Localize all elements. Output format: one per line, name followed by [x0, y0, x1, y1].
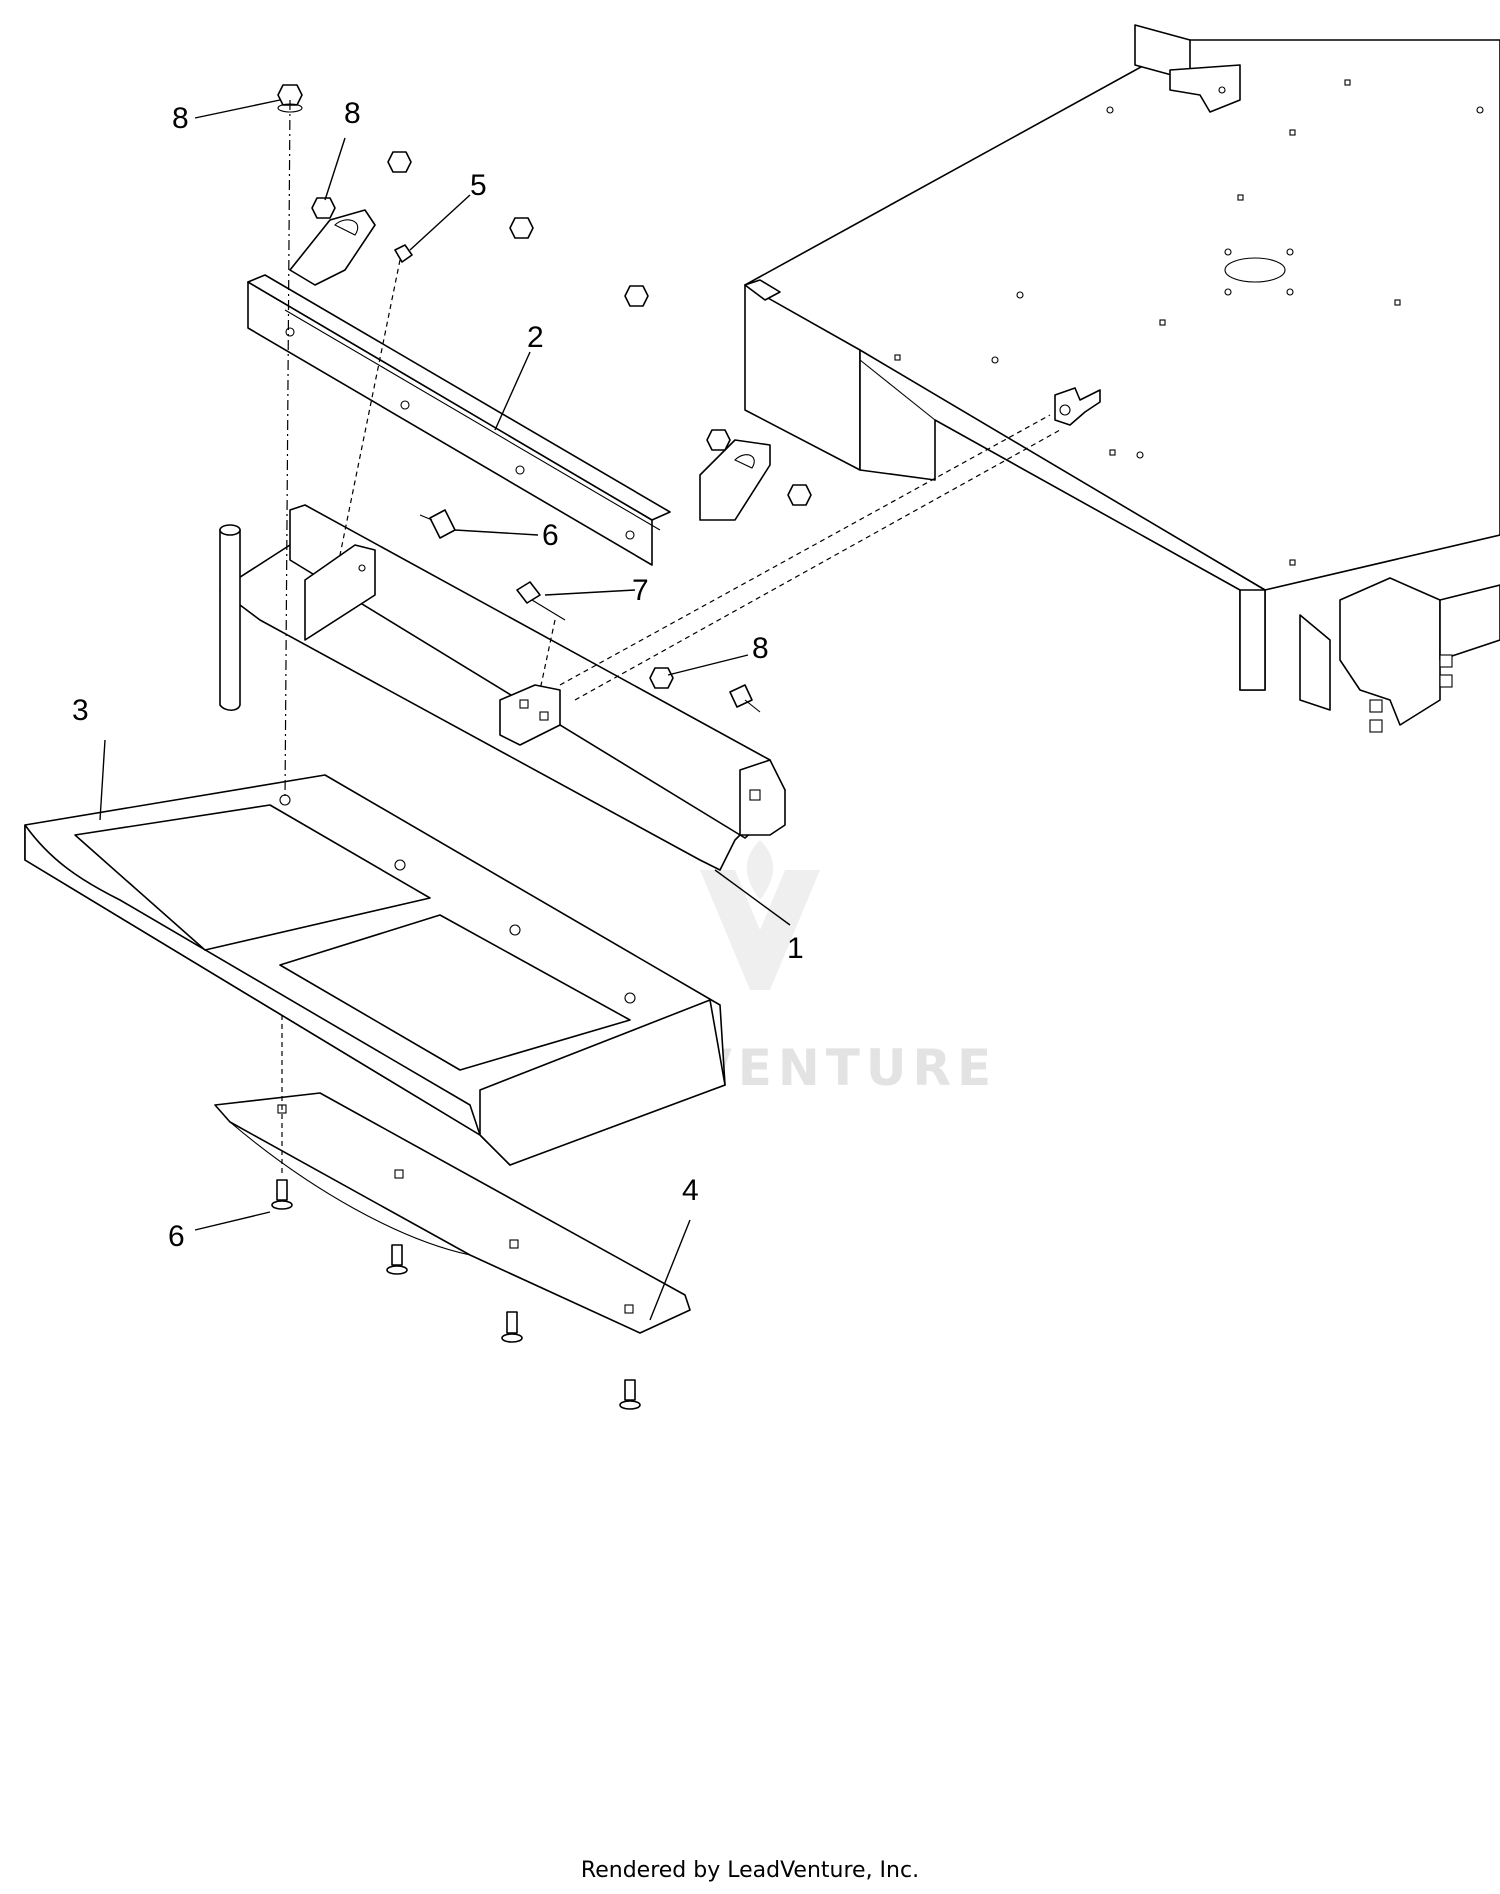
callout-4: 4 — [682, 1174, 699, 1207]
callout-6: 6 — [168, 1220, 185, 1253]
assembly-lines — [281, 99, 1061, 1175]
part-4-scuff-plate — [214, 1092, 691, 1334]
callout-3: 3 — [72, 694, 89, 727]
callout-1: 1 — [787, 932, 804, 965]
bolt-right — [729, 684, 761, 713]
bolt-5 — [394, 244, 413, 263]
pin-7 — [516, 581, 566, 621]
frame-holes — [894, 79, 1484, 566]
callout-7: 7 — [632, 574, 649, 607]
flange-nuts — [277, 84, 812, 689]
leader-lines — [99, 99, 791, 1321]
callout-2: 2 — [527, 321, 544, 354]
pin-6-upper — [419, 509, 456, 539]
watermark-logo — [700, 840, 820, 990]
callout-8: 8 — [752, 632, 769, 665]
part-2-hanger-bracket — [247, 209, 771, 566]
mower-frame — [744, 24, 1500, 733]
callout-5: 5 — [470, 169, 487, 202]
callout-8: 8 — [172, 102, 189, 135]
part-1-footrest-frame — [219, 504, 786, 871]
callout-6: 6 — [542, 519, 559, 552]
part-3-foot-plate — [24, 774, 726, 1166]
callouts: 8 8 5 2 6 7 8 3 1 4 6 — [72, 97, 804, 1253]
screws-6-lower — [271, 1179, 641, 1410]
callout-8: 8 — [344, 97, 361, 130]
rendered-by-footer: Rendered by LeadVenture, Inc. — [580, 1858, 920, 1883]
